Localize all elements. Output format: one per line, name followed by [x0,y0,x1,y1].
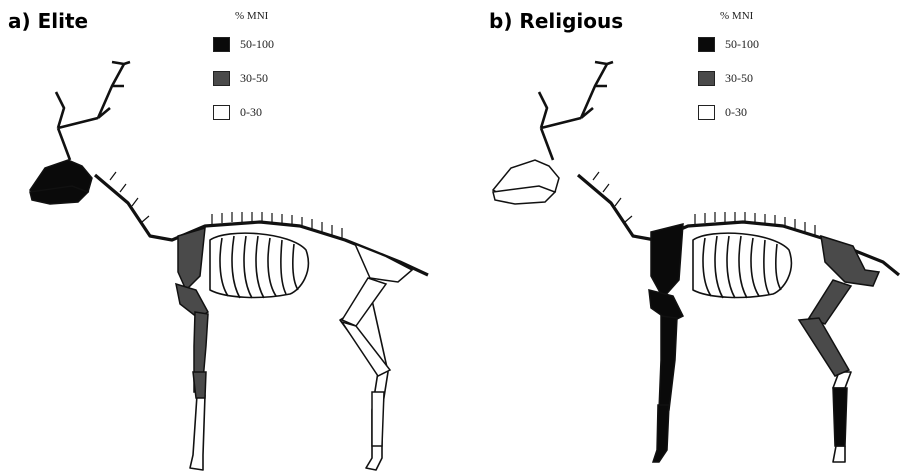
legend-swatch [698,105,715,120]
legend-item: 0-30 [213,102,274,122]
legend-label: 30-50 [725,71,753,86]
legend-item: 0-30 [698,102,759,122]
legend: % MNI 50-100 30-50 0-30 [698,10,759,136]
tibia [799,318,849,376]
scapula [178,228,205,290]
radius-ulna [659,316,677,410]
panel-elite: a) Elite % MNI 50-100 30-50 0-30 [0,0,452,475]
legend-item: 50-100 [213,34,274,54]
pelvis [821,236,879,286]
metatarsal [833,388,847,446]
femur [809,280,851,324]
legend-label: 0-30 [725,105,747,120]
legend-swatch [213,37,230,52]
legend-label: 50-100 [240,37,274,52]
legend-title: % MNI [235,10,274,22]
metatarsal [372,392,384,446]
scapula [651,224,683,298]
legend-swatch [698,71,715,86]
legend-label: 30-50 [240,71,268,86]
antler [56,62,130,160]
metacarpal [653,405,669,462]
legend-swatch [213,71,230,86]
legend-swatch [213,105,230,120]
legend-label: 50-100 [725,37,759,52]
legend-item: 30-50 [698,68,759,88]
legend-title: % MNI [720,10,759,22]
legend-swatch [698,37,715,52]
metacarpal-lower [190,395,205,470]
antler [539,62,613,160]
legend: % MNI 50-100 30-50 0-30 [213,10,274,136]
panel-title: a) Elite [8,9,88,33]
panel-religious: b) Religious % MNI 50-100 30-50 0-30 [453,0,905,475]
legend-item: 50-100 [698,34,759,54]
panel-title: b) Religious [489,9,623,33]
legend-item: 30-50 [213,68,274,88]
hoof [833,446,845,462]
deer-skeleton-diagram [453,0,905,475]
legend-label: 0-30 [240,105,262,120]
metacarpal [193,372,206,398]
